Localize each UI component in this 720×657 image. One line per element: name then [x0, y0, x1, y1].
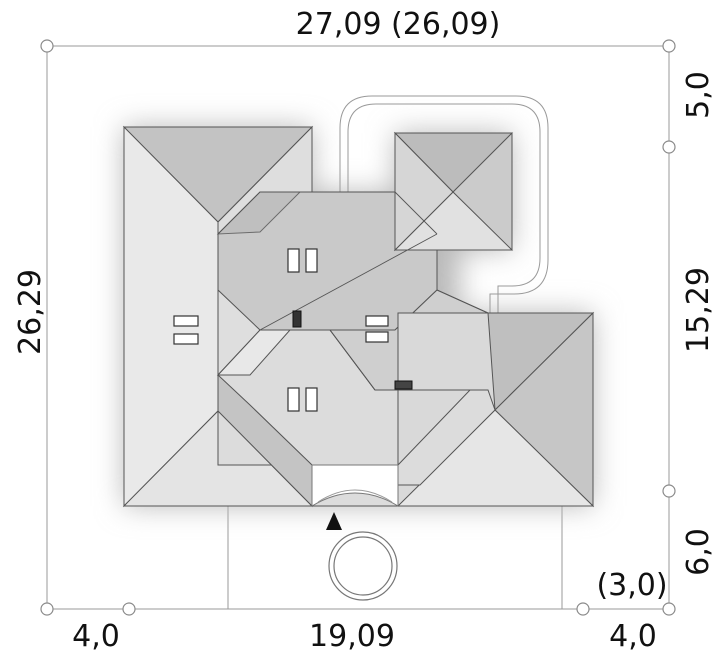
dimension-bottom-right: 4,0 [609, 619, 657, 654]
roof-windows [173, 248, 389, 412]
node [662, 140, 676, 154]
dimension-right-middle: 15,29 [681, 267, 716, 353]
plot-boundary [46, 45, 670, 610]
dimension-right-bottom: 6,0 [681, 528, 716, 576]
garden-path [339, 95, 549, 313]
dimension-left: 26,29 [13, 269, 48, 355]
dimension-right-top: 5,0 [681, 71, 716, 119]
round-feature [328, 531, 398, 601]
house-roof [122, 125, 595, 508]
node [576, 602, 590, 616]
roof-window [365, 315, 389, 343]
entrance-arrow-icon [326, 512, 342, 530]
reference-nodes [40, 39, 676, 616]
dimension-corner-note: (3,0) [596, 568, 667, 603]
roof-window [287, 248, 318, 273]
chimneys [292, 310, 413, 390]
node [662, 602, 676, 616]
node [122, 602, 136, 616]
chimney [394, 380, 413, 390]
roof-window [287, 387, 318, 412]
node [40, 39, 54, 53]
roof-window [173, 315, 199, 345]
chimney [292, 310, 302, 328]
node [662, 484, 676, 498]
yard-lines [227, 505, 563, 609]
dimension-bottom-left: 4,0 [72, 619, 120, 654]
node [662, 39, 676, 53]
node [40, 602, 54, 616]
dimension-bottom-middle: 19,09 [309, 619, 395, 654]
dimension-top: 27,09 (26,09) [296, 7, 501, 42]
